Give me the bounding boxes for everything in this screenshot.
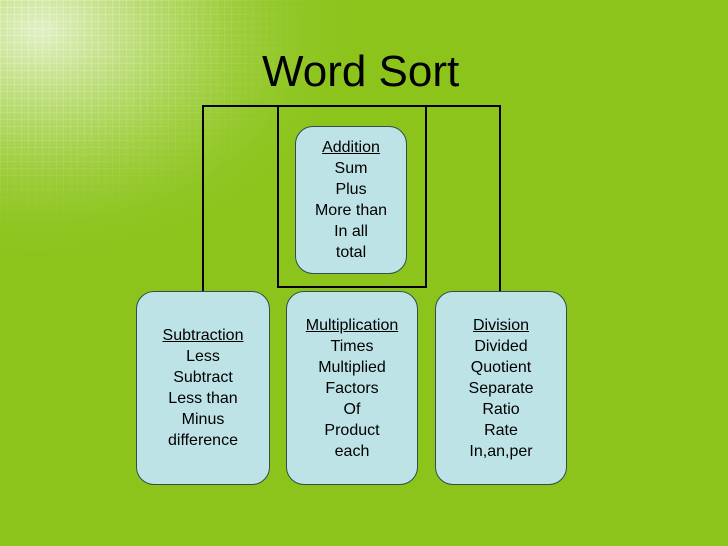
addition-box: Addition Sum Plus More than In all total [295, 126, 407, 274]
addition-heading: Addition [322, 139, 380, 156]
subtraction-word: difference [168, 432, 238, 449]
multiplication-word: Factors [325, 379, 379, 397]
division-heading: Division [472, 316, 529, 334]
addition-word: total [335, 244, 367, 261]
multiplication-word: Multiplied [318, 358, 386, 376]
division-word: Ratio [482, 400, 520, 418]
division-box: Division Divided Quotient Separate Ratio… [435, 291, 567, 485]
multiplication-word: each [334, 442, 370, 460]
multiplication-word: Product [324, 421, 380, 439]
multiplication-heading: Multiplication [305, 316, 399, 334]
multiplication-box: Multiplication Times Multiplied Factors … [286, 291, 418, 485]
division-word: Quotient [470, 358, 532, 376]
addition-word: In all [334, 223, 368, 240]
division-word: Divided [474, 337, 528, 355]
subtraction-heading: Subtraction [162, 327, 244, 344]
subtraction-word: Less [186, 348, 220, 365]
subtraction-word: Minus [181, 411, 225, 428]
subtraction-word: Subtract [173, 369, 233, 386]
multiplication-word: Times [330, 337, 374, 355]
division-word: In,an,per [469, 442, 533, 460]
connector-subtraction-division [202, 105, 501, 291]
addition-word: Plus [335, 181, 367, 198]
addition-word: Sum [334, 160, 368, 177]
connector-multiplication-bracket [277, 106, 427, 288]
division-word: Separate [468, 379, 534, 397]
division-word: Rate [484, 421, 518, 439]
subtraction-word: Less than [168, 390, 238, 407]
multiplication-word: Of [343, 400, 361, 418]
slide-title: Word Sort [262, 47, 460, 96]
addition-word: More than [314, 202, 388, 219]
subtraction-box: Subtraction Less Subtract Less than Minu… [136, 291, 270, 485]
